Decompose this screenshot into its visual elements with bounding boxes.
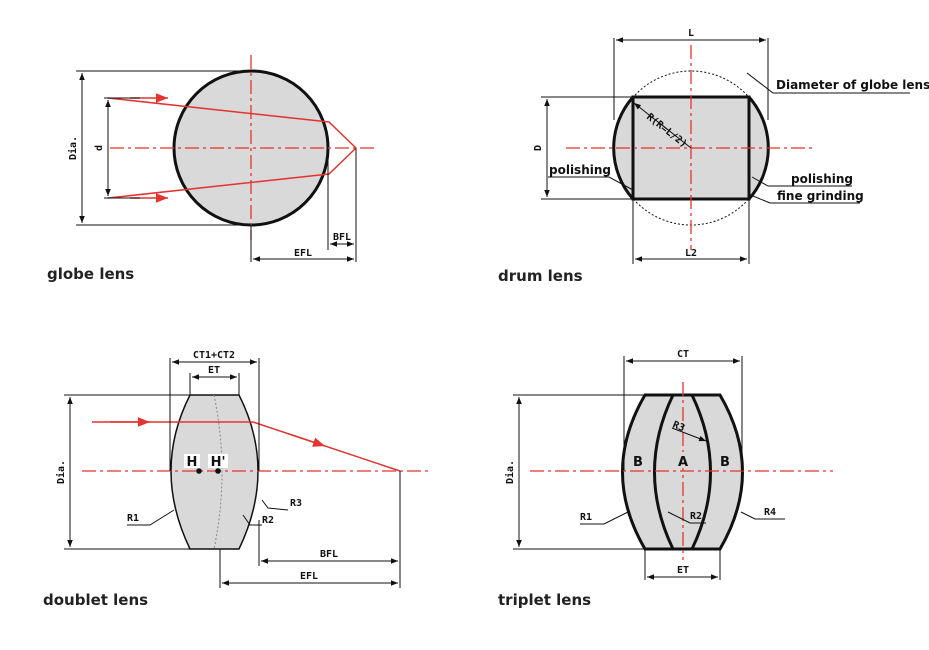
drum-caption: drum lens — [498, 267, 583, 285]
triplet-ct-label: CT — [677, 349, 689, 360]
globe-dia-label: Dia. — [67, 136, 79, 160]
globe-caption: globe lens — [47, 265, 134, 283]
doublet-caption: doublet lens — [43, 591, 148, 609]
drum-polishing-left-label: polishing — [549, 163, 611, 177]
triplet-inner-surface-left — [653, 394, 675, 550]
triplet-R1-label: R1 — [580, 512, 592, 523]
drum-polishing-right-label: polishing — [791, 172, 853, 186]
globe-ray-top — [107, 97, 357, 149]
doublet-R3-label: R3 — [290, 498, 302, 509]
triplet-et-label: ET — [677, 565, 689, 576]
doublet-H-point — [196, 468, 202, 474]
doublet-et-label: ET — [208, 365, 220, 376]
drum-L2-label: L2 — [685, 248, 697, 259]
drum-D-label: D — [533, 145, 544, 151]
triplet-lens-figure: B A B CT ET Dia. R3 R1 R2 R4 triplet len… — [498, 349, 833, 609]
drum-fine-grinding-label: fine grinding — [777, 189, 864, 203]
triplet-B-right-label: B — [720, 455, 730, 470]
doublet-efl-label: EFL — [300, 571, 318, 582]
triplet-dia-label: Dia. — [504, 460, 516, 484]
doublet-R1-label: R1 — [127, 513, 139, 524]
doublet-H2-point — [215, 468, 221, 474]
globe-d-label: d — [94, 145, 105, 151]
doublet-R2-label: R2 — [262, 515, 274, 526]
drum-L-label: L — [688, 28, 694, 39]
doublet-H2-label: H' — [211, 455, 226, 470]
triplet-caption: triplet lens — [498, 591, 591, 609]
drum-lens-figure: L D L2 R(R=L/2) Diameter of globe lens p… — [498, 28, 929, 285]
triplet-R3-label: R3 — [671, 420, 686, 435]
doublet-lens-body — [170, 394, 259, 550]
globe-bfl-label: BFL — [333, 232, 351, 243]
triplet-inner-surface-right — [690, 394, 712, 550]
doublet-lens-figure: H H' CT1+CT2 ET Dia. BFL EFL R1 R3 R2 do… — [43, 350, 430, 609]
triplet-R3-line — [671, 427, 707, 442]
triplet-R2-label: R2 — [690, 511, 702, 522]
doublet-ct-label: CT1+CT2 — [193, 350, 235, 361]
globe-efl-label: EFL — [294, 248, 312, 259]
doublet-H-label: H — [187, 455, 198, 470]
triplet-A-label: A — [678, 455, 688, 470]
drum-globe-diameter-label: Diameter of globe lens — [776, 78, 929, 92]
globe-ray-bottom — [107, 147, 357, 199]
drum-radius-line — [633, 102, 692, 149]
doublet-cemented-surface — [213, 394, 223, 550]
doublet-bfl-label: BFL — [320, 549, 338, 560]
triplet-B-left-label: B — [633, 455, 643, 470]
doublet-dia-label: Dia. — [55, 460, 67, 484]
globe-lens-figure: Dia. d BFL EFL globe lens — [47, 55, 376, 283]
triplet-R4-label: R4 — [764, 507, 776, 518]
